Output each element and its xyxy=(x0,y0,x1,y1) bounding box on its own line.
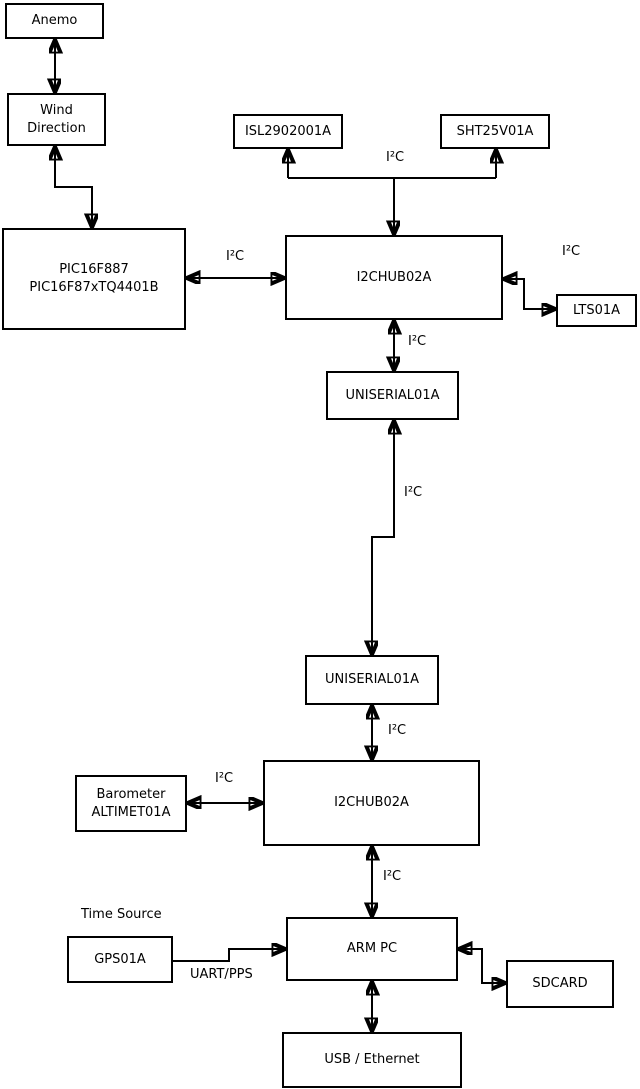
edge-uniserial1-uniserial2 xyxy=(372,421,394,654)
node-i2chub02a-1-label: I2CHUB02A xyxy=(356,269,432,285)
node-pic16f887: PIC16F887 PIC16F87xTQ4401B xyxy=(2,228,186,330)
node-gps01a: GPS01A xyxy=(67,936,173,983)
edge-gps-arm xyxy=(173,949,285,962)
node-arm-pc-label: ARM PC xyxy=(346,941,398,957)
node-wind-direction-label: Wind Direction xyxy=(27,102,86,136)
node-usb-ethernet-label: USB / Ethernet xyxy=(324,1052,420,1068)
node-isl2902001a: ISL2902001A xyxy=(233,114,343,149)
node-i2chub02a-2-label: I2CHUB02A xyxy=(334,795,409,811)
node-lts01a-label: LTS01A xyxy=(572,302,621,318)
bus-label-hub1-uniserial1: I²C xyxy=(408,334,427,349)
node-gps01a-label: GPS01A xyxy=(94,951,146,967)
bus-label-uniserial1-uniserial2: I²C xyxy=(404,485,423,500)
bus-label-uniserial2-hub2: I²C xyxy=(388,723,407,738)
node-lts01a: LTS01A xyxy=(556,294,637,327)
node-uniserial01a-1: UNISERIAL01A xyxy=(326,371,459,420)
bus-label-hub1-lts: I²C xyxy=(562,244,581,259)
edge-wind-pic xyxy=(55,147,92,227)
bus-label-isl-sht: I²C xyxy=(386,150,405,165)
node-sdcard-label: SDCARD xyxy=(532,976,588,992)
node-barometer-label: Barometer ALTIMET01A xyxy=(91,786,171,820)
edge-arm-sdcard xyxy=(459,949,505,983)
node-arm-pc: ARM PC xyxy=(286,917,458,981)
node-wind-direction: Wind Direction xyxy=(7,93,106,146)
label-time-source: Time Source xyxy=(81,907,162,922)
node-i2chub02a-1: I2CHUB02A xyxy=(285,235,503,320)
bus-label-gps-arm: UART/PPS xyxy=(190,967,253,982)
node-isl2902001a-label: ISL2902001A xyxy=(244,123,332,139)
node-anemo: Anemo xyxy=(5,3,104,39)
node-uniserial01a-2: UNISERIAL01A xyxy=(305,655,439,705)
node-sht25v01a: SHT25V01A xyxy=(440,114,550,149)
node-anemo-label: Anemo xyxy=(31,13,78,29)
bus-label-pic-hub1: I²C xyxy=(226,249,245,264)
bus-label-hub2-arm: I²C xyxy=(383,869,402,884)
edge-hub1-lts xyxy=(504,279,555,309)
node-uniserial01a-2-label: UNISERIAL01A xyxy=(325,672,419,688)
node-pic16f887-label: PIC16F887 PIC16F87xTQ4401B xyxy=(29,262,159,295)
node-usb-ethernet: USB / Ethernet xyxy=(282,1032,462,1088)
node-uniserial01a-1-label: UNISERIAL01A xyxy=(345,387,440,403)
node-i2chub02a-2: I2CHUB02A xyxy=(263,760,480,846)
node-sht25v01a-label: SHT25V01A xyxy=(456,123,534,139)
node-sdcard: SDCARD xyxy=(506,960,614,1008)
bus-label-barometer-hub2: I²C xyxy=(215,771,234,786)
node-barometer: Barometer ALTIMET01A xyxy=(75,775,187,832)
